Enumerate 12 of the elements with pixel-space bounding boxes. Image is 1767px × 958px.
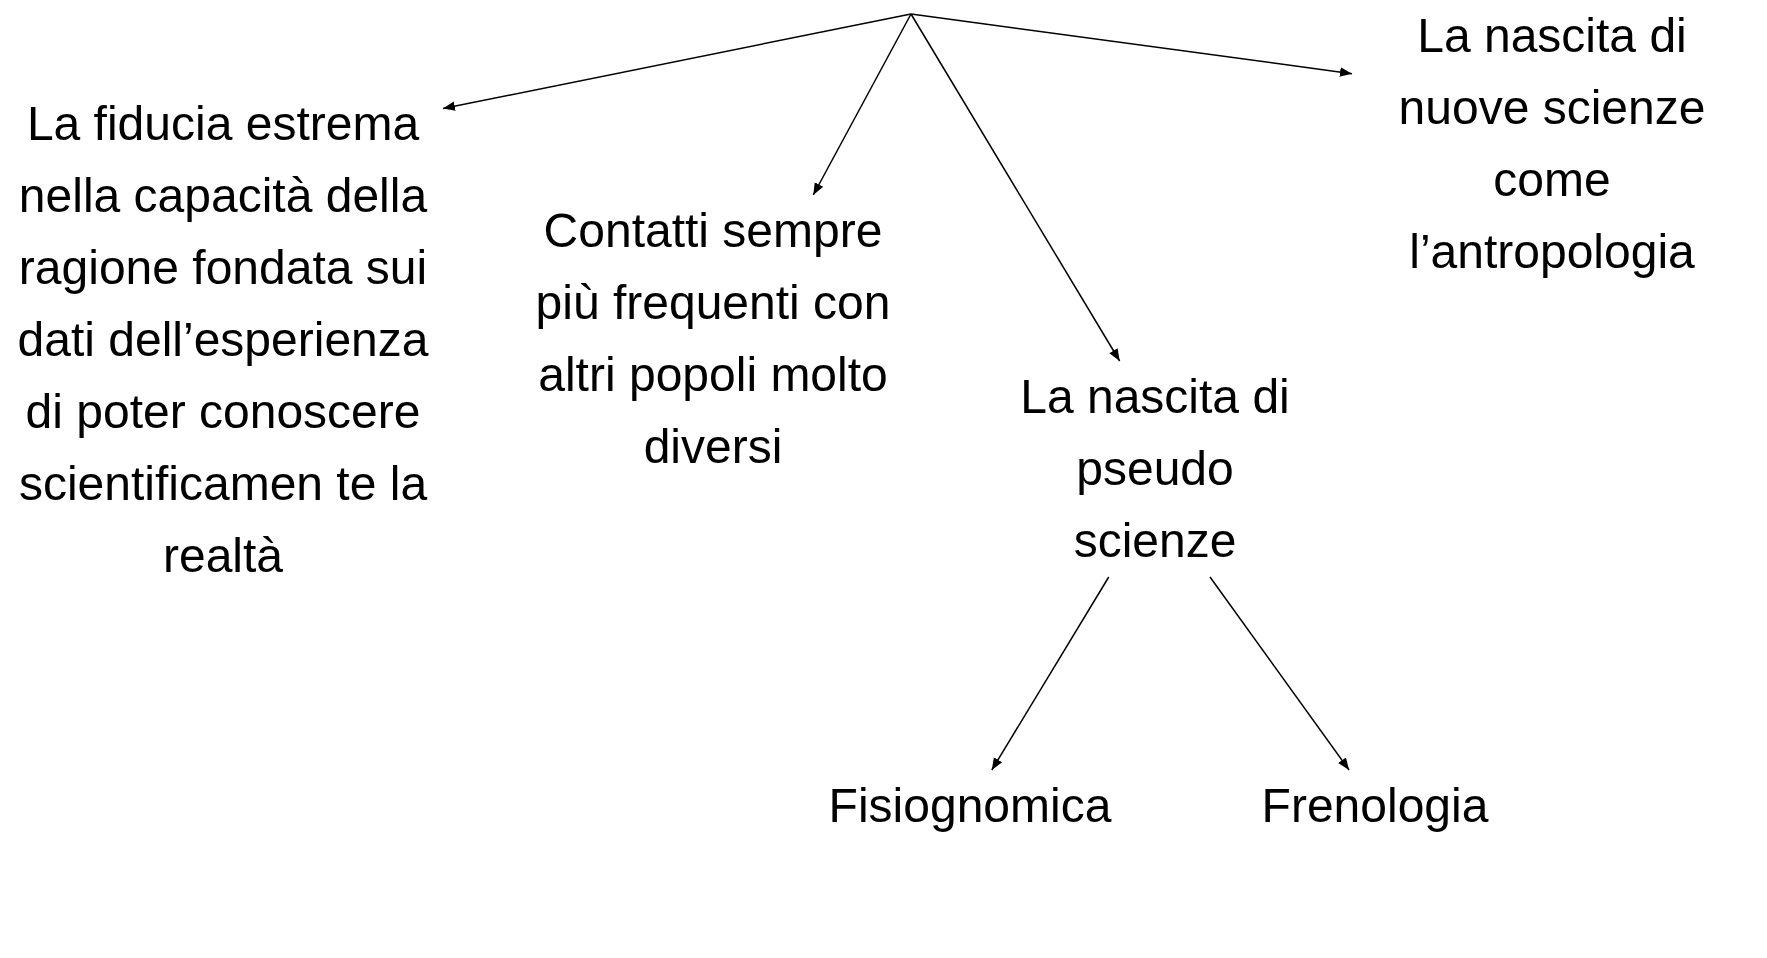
concept-text: La nascita di nuove scienze come l’antropologia <box>1352 0 1752 288</box>
arrow <box>991 576 1110 771</box>
arrow <box>812 13 912 196</box>
concept-text: La fiducia estrema nella capacità della ragione fondata sui dati dell’esperienza di poter conoscere scientificamen te la realtà <box>3 88 443 592</box>
arrow <box>1209 576 1350 771</box>
concept-text: Contatti sempre più frequenti con altri popoli molto diversi <box>533 195 893 483</box>
concept-text: Frenologia <box>1230 770 1520 842</box>
arrow <box>442 13 912 111</box>
concept-text: Fisiognomica <box>800 770 1140 842</box>
arrow <box>910 13 1353 77</box>
concept-text: La nascita di pseudo scienze <box>1000 361 1310 577</box>
arrow <box>910 13 1121 362</box>
